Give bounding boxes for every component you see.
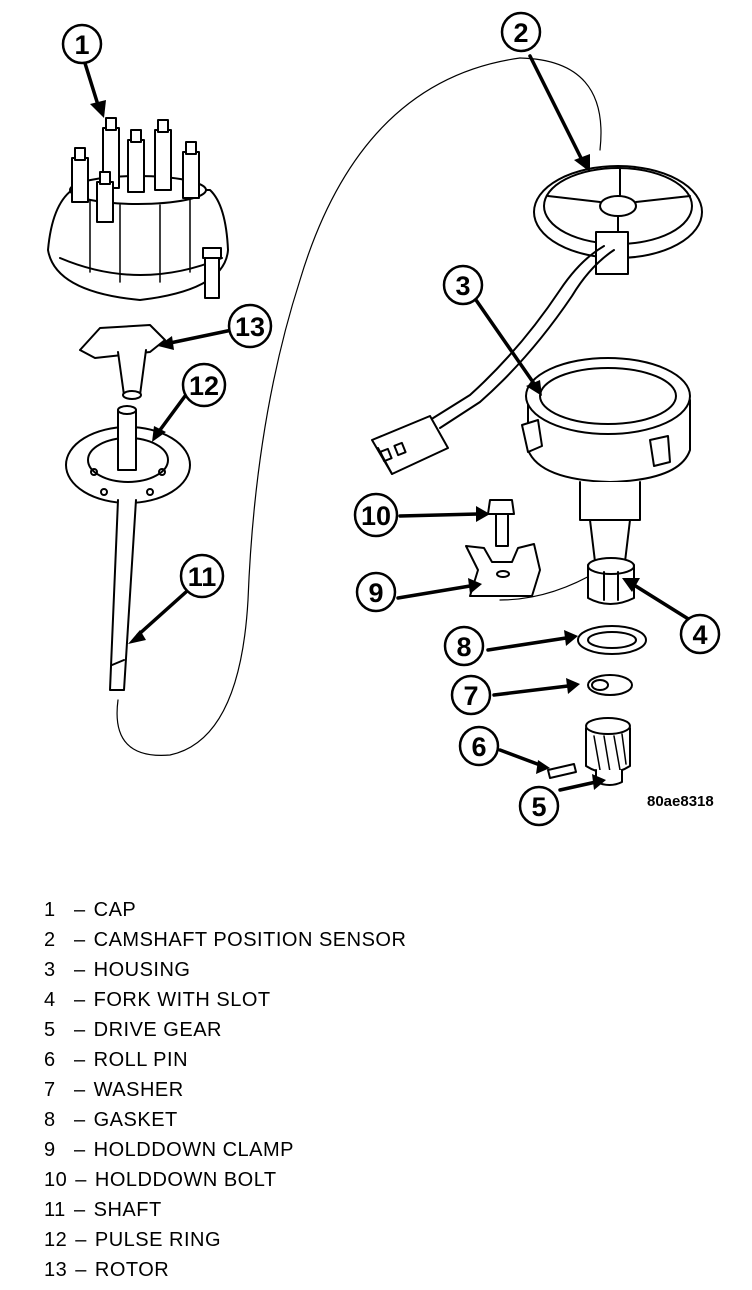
- svg-text:12: 12: [189, 371, 219, 401]
- legend-row: 6–ROLL PIN: [44, 1045, 704, 1075]
- legend-number: 10: [44, 1169, 68, 1191]
- legend-dash: –: [74, 1079, 86, 1101]
- svg-text:2: 2: [513, 18, 528, 48]
- roll-pin-drawing: [547, 763, 577, 779]
- callout-12: 12: [181, 362, 227, 408]
- connector-drawing: [371, 415, 449, 475]
- callout-1: 1: [61, 23, 103, 65]
- legend-dash: –: [74, 1199, 86, 1221]
- legend-number: 8: [44, 1109, 56, 1131]
- legend-label: GASKET: [93, 1109, 178, 1131]
- legend-label: ROLL PIN: [93, 1049, 189, 1071]
- legend-dash: –: [74, 1019, 86, 1041]
- legend-dash: –: [74, 929, 86, 951]
- callout-6: 6: [458, 725, 500, 767]
- legend-dash: –: [74, 989, 86, 1011]
- svg-text:5: 5: [531, 792, 546, 822]
- legend-dash: –: [74, 1049, 86, 1071]
- legend-number: 11: [44, 1199, 66, 1221]
- legend-number: 4: [44, 989, 56, 1011]
- legend-row: 9–HOLDDOWN CLAMP: [44, 1135, 704, 1165]
- legend-number: 1: [44, 899, 56, 921]
- legend-number: 7: [44, 1079, 56, 1101]
- legend-label: HOLDDOWN BOLT: [94, 1169, 277, 1191]
- legend-label: CAMSHAFT POSITION SENSOR: [93, 929, 407, 951]
- callout-13: 13: [227, 303, 273, 349]
- legend-label: ROTOR: [94, 1259, 170, 1281]
- legend-number: 2: [44, 929, 56, 951]
- svg-text:9: 9: [368, 578, 383, 608]
- diagram-svg: 1 2 3 4 5 6 7 8 9 10 11 12 13: [47, 11, 721, 827]
- svg-text:3: 3: [455, 271, 470, 301]
- legend-label: SHAFT: [93, 1199, 162, 1221]
- svg-text:6: 6: [471, 732, 486, 762]
- holddown-clamp-drawing: [465, 543, 541, 597]
- legend-dash: –: [75, 1169, 87, 1191]
- parts-legend: 1–CAP 2–CAMSHAFT POSITION SENSOR 3–HOUSI…: [44, 895, 704, 1285]
- rotor-drawing: [79, 324, 166, 400]
- legend-row: 7–WASHER: [44, 1075, 704, 1105]
- svg-text:4: 4: [692, 620, 707, 650]
- fork-drawing: [587, 557, 635, 605]
- exploded-diagram: 1 2 3 4 5 6 7 8 9 10 11 12 13 80ae8318: [47, 11, 721, 827]
- legend-row: 4–FORK WITH SLOT: [44, 985, 704, 1015]
- legend-row: 12–PULSE RING: [44, 1225, 704, 1255]
- legend-number: 13: [44, 1259, 68, 1281]
- leader-arrows: [82, 54, 692, 792]
- callout-7: 7: [450, 674, 492, 716]
- callout-11: 11: [179, 553, 225, 599]
- callout-4: 4: [679, 613, 721, 655]
- legend-row: 2–CAMSHAFT POSITION SENSOR: [44, 925, 704, 955]
- housing-drawing: [521, 357, 691, 571]
- legend-dash: –: [74, 1139, 86, 1161]
- figure-id: 80ae8318: [647, 793, 714, 810]
- legend-label: CAP: [93, 899, 137, 921]
- callout-9: 9: [355, 571, 397, 613]
- legend-dash: –: [75, 1229, 87, 1251]
- drive-gear-drawing: [585, 717, 631, 786]
- shaft-drawing: [109, 499, 137, 691]
- legend-number: 5: [44, 1019, 56, 1041]
- legend-row: 3–HOUSING: [44, 955, 704, 985]
- svg-text:10: 10: [361, 501, 391, 531]
- legend-label: HOUSING: [93, 959, 191, 981]
- legend-label: WASHER: [93, 1079, 184, 1101]
- legend-number: 6: [44, 1049, 56, 1071]
- legend-row: 13–ROTOR: [44, 1255, 704, 1285]
- svg-text:8: 8: [456, 632, 471, 662]
- legend-label: FORK WITH SLOT: [93, 989, 271, 1011]
- callout-5: 5: [518, 785, 560, 827]
- legend-row: 5–DRIVE GEAR: [44, 1015, 704, 1045]
- callout-3: 3: [442, 264, 484, 306]
- legend-dash: –: [74, 1109, 86, 1131]
- legend-number: 3: [44, 959, 56, 981]
- legend-row: 1–CAP: [44, 895, 704, 925]
- legend-row: 10–HOLDDOWN BOLT: [44, 1165, 704, 1195]
- svg-text:1: 1: [74, 30, 89, 60]
- svg-text:11: 11: [188, 562, 217, 592]
- cap-drawing: [47, 117, 229, 301]
- legend-label: PULSE RING: [94, 1229, 222, 1251]
- legend-label: DRIVE GEAR: [93, 1019, 222, 1041]
- holddown-bolt-drawing: [487, 499, 515, 547]
- legend-number: 12: [44, 1229, 68, 1251]
- legend-row: 11–SHAFT: [44, 1195, 704, 1225]
- legend-number: 9: [44, 1139, 56, 1161]
- legend-row: 8–GASKET: [44, 1105, 704, 1135]
- svg-text:13: 13: [235, 312, 265, 342]
- legend-label: HOLDDOWN CLAMP: [93, 1139, 294, 1161]
- legend-dash: –: [75, 1259, 87, 1281]
- callout-2: 2: [500, 11, 542, 53]
- svg-text:7: 7: [463, 681, 478, 711]
- camshaft-sensor-drawing: [429, 165, 703, 429]
- legend-dash: –: [74, 959, 86, 981]
- callout-circles: 1 2 3 4 5 6 7 8 9 10 11 12 13: [61, 11, 721, 827]
- legend-dash: –: [74, 899, 86, 921]
- callout-10: 10: [353, 492, 399, 538]
- callout-8: 8: [443, 625, 485, 667]
- pulse-ring-drawing: [65, 405, 191, 504]
